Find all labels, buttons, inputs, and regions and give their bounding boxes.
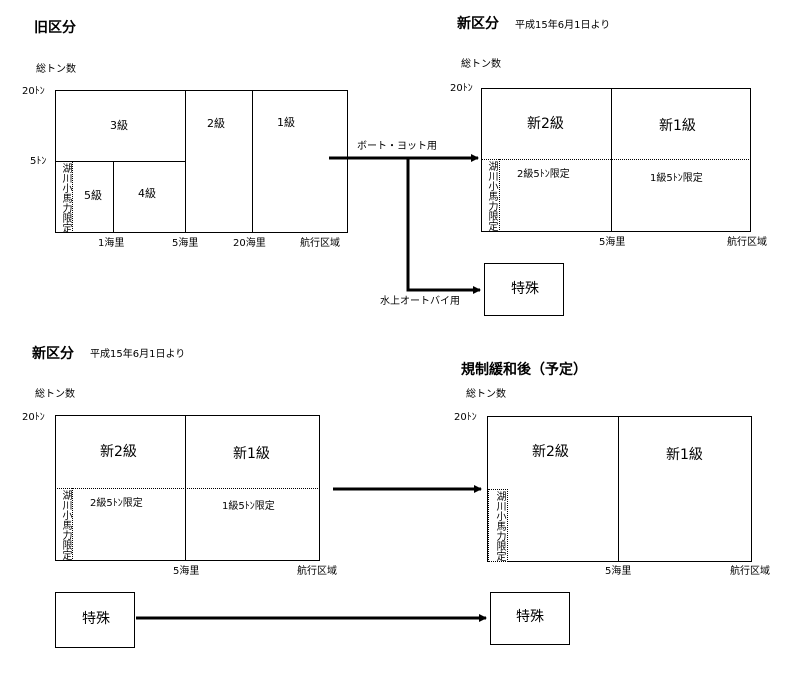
q4-y-tick-20: 20ﾄﾝ [454, 412, 477, 423]
new-classification-date-top: 平成15年6月1日より [515, 20, 611, 31]
q3-new-class-2: 新2級 [100, 444, 137, 460]
q4-divider-5nm [618, 416, 619, 562]
q1-divider-20nm [252, 90, 253, 233]
q1-x-axis-label: 航行区域 [300, 238, 340, 249]
q4-new-class-1: 新1級 [666, 447, 703, 463]
q1-class-2: 2級 [207, 117, 225, 130]
q2-lake-divider [499, 159, 500, 232]
q1-y-axis-label: 総トン数 [36, 64, 76, 75]
special-box-bottom-left [55, 592, 135, 648]
q2-divider-5ton [481, 159, 751, 160]
q1-class-5: 5級 [84, 189, 102, 202]
q1-x-tick-20nm: 20海里 [233, 238, 266, 249]
q2-divider-5nm [611, 88, 612, 232]
q1-x-tick-5nm: 5海里 [172, 238, 199, 249]
q2-y-tick-20: 20ﾄﾝ [450, 83, 473, 94]
q2-new-class-1: 新1級 [659, 118, 696, 134]
q4-new-class-2: 新2級 [532, 444, 569, 460]
q2-y-axis-label: 総トン数 [461, 59, 501, 70]
special-label-bottom-left: 特殊 [82, 611, 110, 627]
q3-x-axis-label: 航行区域 [297, 566, 337, 577]
q3-class2-5ton-limited: 2級5ﾄﾝ限定 [90, 498, 143, 509]
special-label-bottom-right: 特殊 [516, 609, 544, 625]
q1-class-4: 4級 [138, 187, 156, 200]
q3-y-axis-label: 総トン数 [35, 389, 75, 400]
new-classification-title-bottom: 新区分 [32, 346, 74, 362]
boat-yacht-label: ボート・ヨット用 [357, 141, 437, 152]
jet-ski-label: 水上オートバイ用 [380, 296, 460, 307]
arrow-jet-ski [406, 158, 481, 294]
new-classification-date-bottom: 平成15年6月1日より [90, 349, 186, 360]
q1-class-1: 1級 [277, 116, 295, 129]
q2-x-tick-5nm: 5海里 [599, 237, 626, 248]
q2-class2-5ton-limited: 2級5ﾄﾝ限定 [517, 169, 570, 180]
q1-divider-1nm [113, 161, 114, 233]
q2-class1-5ton-limited: 1級5ﾄﾝ限定 [650, 173, 703, 184]
old-classification-title: 旧区分 [34, 20, 76, 36]
special-label-top: 特殊 [511, 281, 539, 297]
q2-x-axis-label: 航行区域 [727, 237, 767, 248]
q1-y-tick-20: 20ﾄﾝ [22, 86, 45, 97]
q4-chart-frame [487, 416, 752, 562]
deregulation-title: 規制緩和後（予定） [461, 362, 587, 378]
q1-divider-5nm [185, 90, 186, 233]
q1-class-3: 3級 [110, 119, 128, 132]
q4-x-tick-5nm: 5海里 [605, 566, 632, 577]
q4-x-axis-label: 航行区域 [730, 566, 770, 577]
q3-y-tick-20: 20ﾄﾝ [22, 412, 45, 423]
q3-lake-limited-label: 湖川小馬力限定 [60, 490, 71, 560]
q1-lake-divider [72, 161, 73, 233]
q3-class1-5ton-limited: 1級5ﾄﾝ限定 [222, 501, 275, 512]
q4-lake-limited-label: 湖川小馬力限定 [494, 491, 505, 561]
new-classification-title-top: 新区分 [457, 16, 499, 32]
q3-lake-divider [72, 488, 73, 561]
q3-new-class-1: 新1級 [233, 446, 270, 462]
q3-divider-5ton [55, 488, 320, 489]
q2-chart-frame [481, 88, 751, 232]
q3-x-tick-5nm: 5海里 [173, 566, 200, 577]
special-box-top [484, 263, 564, 316]
q1-y-tick-5: 5ﾄﾝ [30, 156, 47, 167]
q1-lake-limited-label: 湖川小馬力限定 [60, 163, 71, 233]
q4-lake-limited-box [488, 489, 508, 562]
q1-x-tick-1nm: 1海里 [98, 238, 125, 249]
q1-divider-5ton [55, 161, 185, 162]
q4-y-axis-label: 総トン数 [466, 389, 506, 400]
special-box-bottom-right [490, 592, 570, 645]
q2-lake-limited-label: 湖川小馬力限定 [486, 161, 497, 231]
q2-new-class-2: 新2級 [527, 116, 564, 132]
